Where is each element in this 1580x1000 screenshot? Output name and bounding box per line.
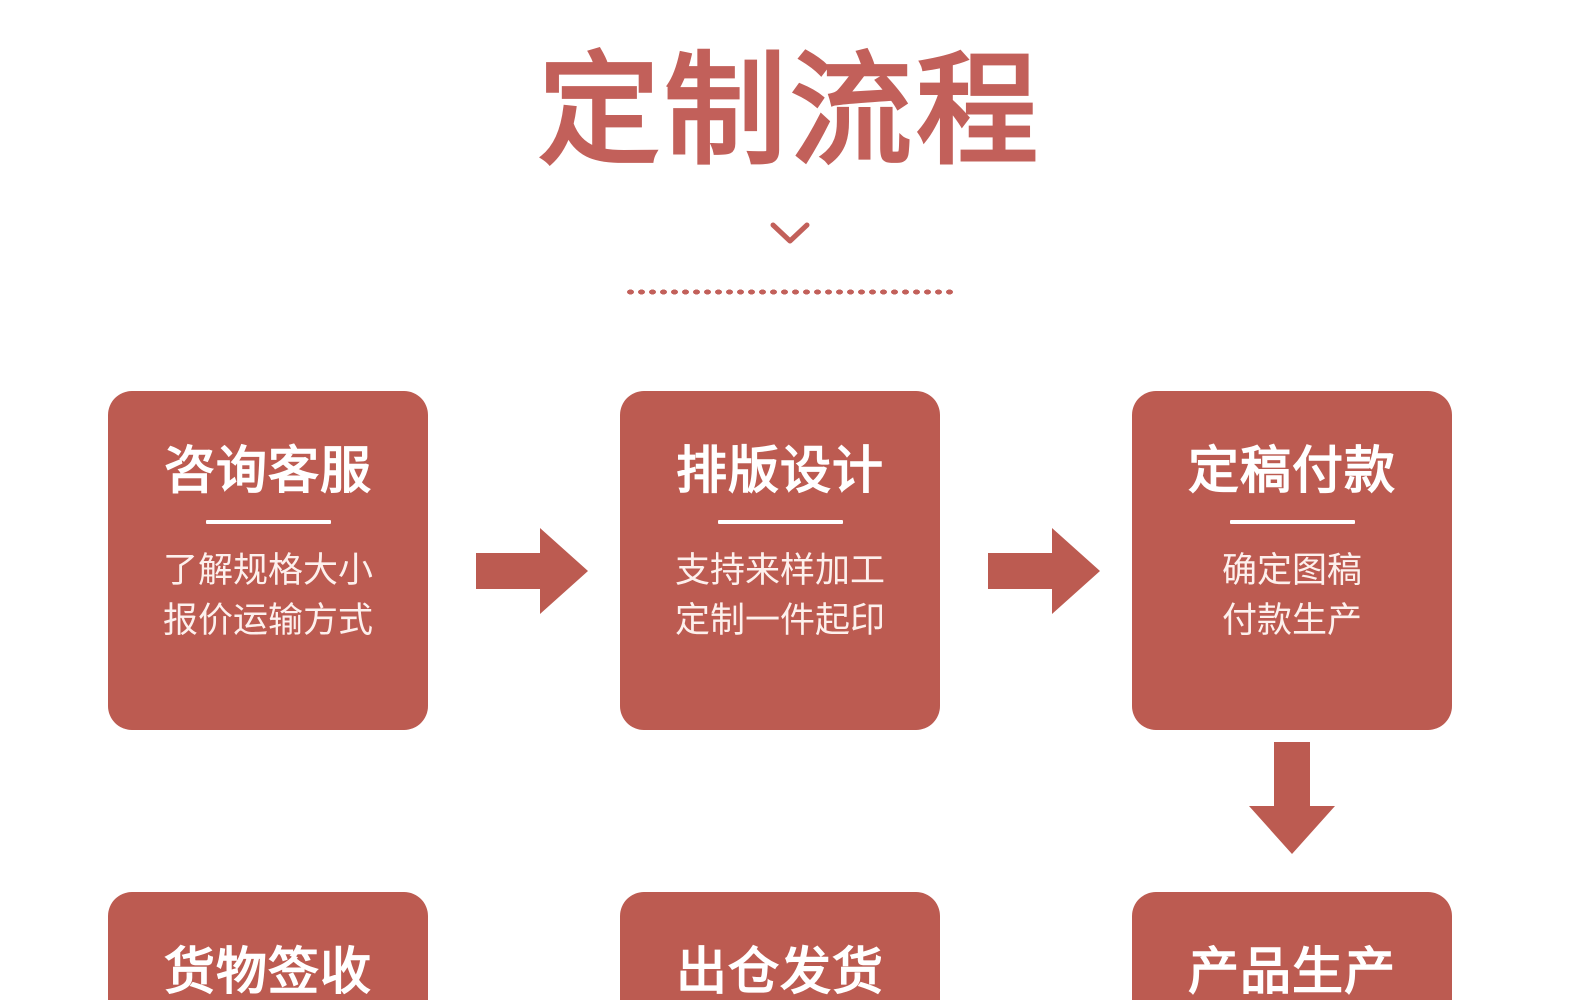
step-title-rule bbox=[717, 520, 843, 525]
step-subtitle-line: 定制一件起印 bbox=[674, 600, 885, 640]
step-subtitle: 确定图稿 付款生产 bbox=[1222, 546, 1362, 645]
step-subtitle-line: 报价运输方式 bbox=[162, 600, 373, 640]
step-subtitle: 了解规格大小 报价运输方式 bbox=[163, 546, 373, 645]
step-title: 咨询客服 bbox=[163, 442, 372, 499]
diagram-header: 定制流程 bbox=[0, 0, 1580, 184]
dotted-divider bbox=[625, 288, 955, 296]
process-step-card-3[interactable]: 定稿付款 确定图稿 付款生产 bbox=[1132, 391, 1452, 730]
step-subtitle-line: 支持来样加工 bbox=[674, 551, 885, 591]
page-title: 定制流程 bbox=[538, 45, 1042, 180]
step-title: 产品生产 bbox=[1187, 943, 1396, 1000]
process-step-card-2[interactable]: 排版设计 支持来样加工 定制一件起印 bbox=[620, 391, 940, 730]
step-title: 货物签收 bbox=[163, 943, 372, 1000]
step-subtitle-line: 确定图稿 bbox=[1221, 551, 1362, 591]
process-step-card-6[interactable]: 产品生产 bbox=[1132, 892, 1452, 1000]
arrow-down-icon bbox=[1249, 742, 1335, 854]
step-subtitle-line: 付款生产 bbox=[1221, 600, 1362, 640]
process-step-card-1[interactable]: 咨询客服 了解规格大小 报价运输方式 bbox=[108, 391, 428, 730]
step-subtitle-line: 了解规格大小 bbox=[162, 551, 373, 591]
step-title: 排版设计 bbox=[675, 442, 884, 499]
process-step-card-4[interactable]: 货物签收 bbox=[108, 892, 428, 1000]
arrow-right-icon bbox=[988, 528, 1100, 614]
step-title: 定稿付款 bbox=[1187, 442, 1396, 499]
process-step-card-5[interactable]: 出仓发货 bbox=[620, 892, 940, 1000]
step-title-rule bbox=[1229, 520, 1355, 525]
step-title: 出仓发货 bbox=[675, 943, 884, 1000]
step-subtitle: 支持来样加工 定制一件起印 bbox=[675, 546, 885, 645]
step-title-rule bbox=[205, 520, 331, 525]
chevron-down-icon bbox=[768, 218, 812, 248]
arrow-right-icon bbox=[476, 528, 588, 614]
